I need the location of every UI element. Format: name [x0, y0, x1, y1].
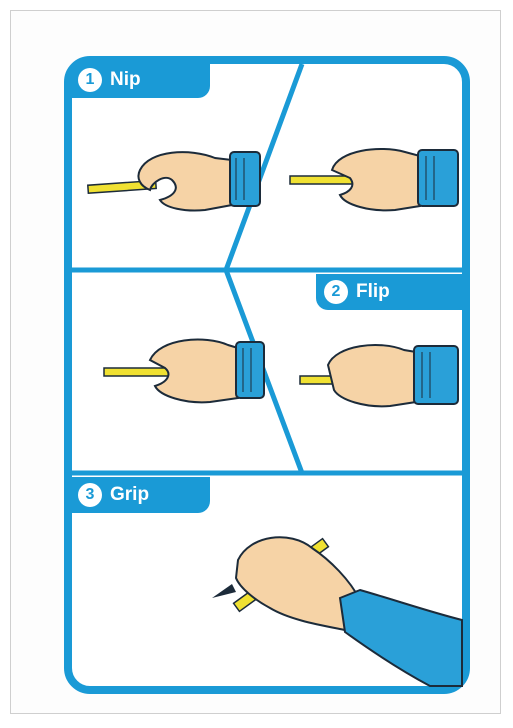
step-3-number: 3 — [78, 483, 102, 507]
step-1-number: 1 — [78, 68, 102, 92]
step-2-text: Flip — [356, 281, 390, 303]
step-3-text: Grip — [110, 484, 149, 506]
step-2-number: 2 — [324, 280, 348, 304]
step-3-label: 3 Grip — [70, 477, 210, 513]
step-1-label: 1 Nip — [70, 62, 210, 98]
step-2-label: 2 Flip — [316, 274, 462, 310]
step-1-text: Nip — [110, 69, 141, 91]
